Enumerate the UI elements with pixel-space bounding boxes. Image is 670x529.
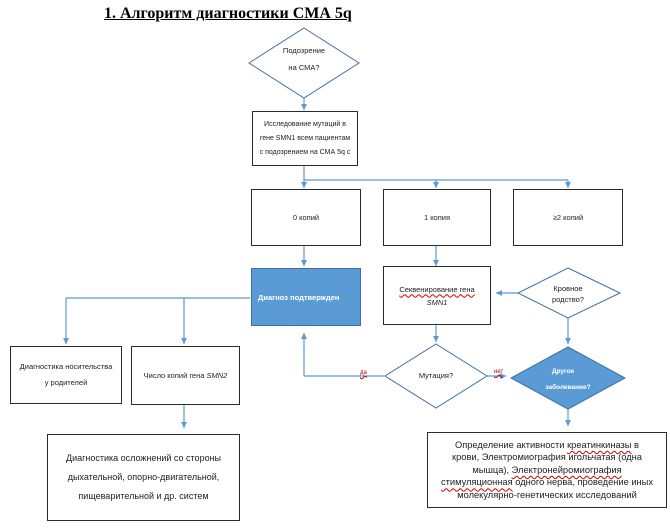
study-box: Исследование мутаций в гене SMN1 всем па… xyxy=(252,111,358,166)
suspicion-line-2: на СМА? xyxy=(288,63,320,72)
complications-box: Диагностика осложнений со стороны дыхате… xyxy=(47,434,240,521)
suspicion-line-1: Подозрение xyxy=(282,46,326,55)
two-copies-label: ≥2 копий xyxy=(552,213,584,222)
zero-copies-label: 0 копий xyxy=(292,213,320,222)
sequencing-line-1: Секвенирование гена xyxy=(399,284,475,294)
study-line-2: гене SMN1 всем пациентам xyxy=(259,134,351,142)
study-line-3: с подозрением на СМА 5q с xyxy=(259,148,351,156)
suspicion-label: Подозрение на СМА? xyxy=(269,45,339,73)
one-copy-label: 1 копия xyxy=(423,213,451,222)
mutation-label: Мутация? xyxy=(418,371,454,380)
other-disease-label: Другое заболевание? xyxy=(538,366,598,393)
carrier-diagnostics-box: Диагностика носительства у родителей xyxy=(10,346,122,404)
complications-line-2: дыхательной, опорно-двигательной, xyxy=(67,472,220,482)
diagnosis-label: Диагноз подтвержден xyxy=(258,292,340,302)
mutation-diamond xyxy=(384,343,488,409)
activity-line-2: крови, Электромиография игольчатая (одна xyxy=(452,452,642,463)
activity-line-1: Определение активности креатинкиназы в xyxy=(455,439,639,450)
consanguinity-line-1: Кровное xyxy=(553,284,583,293)
page-title: 1. Алгоритм диагностики СМА 5q xyxy=(104,5,352,22)
carrier-line-2: у родителей xyxy=(44,378,88,387)
consanguinity-label: Кровное родство? xyxy=(538,283,598,305)
activity-line-5: молекулярно-генетических исследований xyxy=(457,489,637,500)
study-line-1: Исследование мутаций в xyxy=(264,120,346,128)
other-disease-diamond xyxy=(509,346,627,410)
smn2-label: Число копий гена SMN2 xyxy=(143,371,228,380)
activity-line-4: стимуляционная одного нерва, проведение … xyxy=(440,477,654,488)
other-disease-line-1: Другое xyxy=(551,368,575,375)
two-copies-box: ≥2 копий xyxy=(513,189,623,246)
zero-copies-box: 0 копий xyxy=(251,189,361,246)
sequencing-box: Секвенирование гена SMN1 xyxy=(383,266,491,325)
smn2-copies-box: Число копий гена SMN2 xyxy=(131,346,240,405)
one-copy-box: 1 копия xyxy=(383,189,491,246)
further-investigations-box: Определение активности креатинкиназы в к… xyxy=(427,432,667,508)
edge-label-no: нет xyxy=(494,369,504,375)
sequencing-line-2: SMN1 xyxy=(426,297,448,307)
complications-line-1: Диагностика осложнений со стороны xyxy=(65,453,222,463)
activity-line-3: мышца), Электронейромиография xyxy=(472,464,622,475)
other-disease-line-2: заболевание? xyxy=(545,384,591,391)
consanguinity-line-2: родство? xyxy=(552,295,584,304)
diagnosis-confirmed-box: Диагноз подтвержден xyxy=(251,268,361,326)
carrier-line-1: Диагностика носительства xyxy=(19,362,113,371)
edge-label-yes: да xyxy=(360,370,367,376)
complications-line-3: пищеварительной и др. систем xyxy=(78,491,209,501)
consanguinity-diamond xyxy=(516,267,622,319)
